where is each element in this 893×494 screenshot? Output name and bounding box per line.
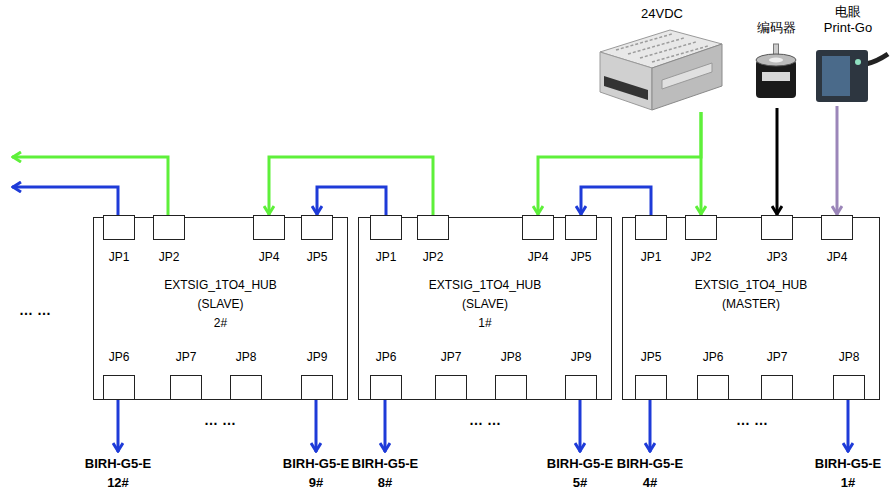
connector-port: JP5 [301, 215, 333, 240]
photo-eye-image [816, 50, 888, 102]
input-device: 编码器 [746, 20, 806, 108]
connector-port: JP3 [761, 215, 793, 240]
hub-board: EXTSIG_1TO4_HUB (SLAVE) 2#JP1JP2JP4JP5JP… [93, 217, 348, 400]
connector-port: JP4 [522, 215, 554, 240]
port-name: JP3 [762, 250, 792, 264]
port-name: JP2 [686, 250, 716, 264]
wire-connector [117, 400, 120, 452]
connector-port: JP7 [435, 375, 467, 400]
hub-board: EXTSIG_1TO4_HUB (MASTER)JP1JP2JP3JP4JP5J… [622, 217, 880, 400]
port-name: JP7 [171, 350, 201, 364]
connector-port: JP8 [833, 375, 865, 400]
port-name: JP9 [302, 350, 332, 364]
connector-port: JP7 [761, 375, 793, 400]
port-name: JP5 [566, 250, 596, 264]
connector-port: JP5 [635, 375, 667, 400]
encoder-image [756, 44, 796, 98]
label-anchor: … … [469, 412, 501, 428]
input-device: 24VDC [600, 6, 724, 112]
hub-board: EXTSIG_1TO4_HUB (SLAVE) 1#JP1JP2JP4JP5JP… [358, 217, 612, 400]
device-label: BIRH-G5-E 12# [82, 454, 154, 492]
port-name: JP5 [636, 350, 666, 364]
label-anchor: … … [204, 412, 236, 428]
port-name: JP8 [834, 350, 864, 364]
port-name: JP6 [371, 350, 401, 364]
driver-device: BIRH-G5-E 5# [544, 452, 616, 492]
wire-connector [581, 187, 651, 215]
wire-connector [269, 157, 433, 215]
port-name: JP1 [104, 250, 134, 264]
port-name: JP6 [698, 350, 728, 364]
port-name: JP2 [154, 250, 184, 264]
board-title: EXTSIG_1TO4_HUB (MASTER) [676, 276, 826, 314]
connector-port: JP7 [170, 375, 202, 400]
power-wire-out [12, 157, 168, 215]
board-title: EXTSIG_1TO4_HUB (SLAVE) 1# [410, 276, 560, 333]
device-label: 电眼 Print-Go [820, 4, 876, 36]
ellipsis-note: … … [469, 412, 501, 428]
wire-connector [317, 187, 386, 215]
connector-port: JP2 [153, 215, 185, 240]
connector-port: JP6 [697, 375, 729, 400]
driver-device: BIRH-G5-E 8# [349, 452, 421, 492]
input-device: 电眼 Print-Go [808, 4, 888, 106]
device-label: BIRH-G5-E 9# [280, 454, 352, 492]
wire-connector [538, 112, 701, 215]
wire-connector [649, 400, 652, 452]
driver-device: BIRH-G5-E 12# [82, 452, 154, 492]
device-label: 24VDC [600, 6, 724, 22]
wire-connector [315, 400, 318, 452]
port-name: JP6 [104, 350, 134, 364]
wire-connector [776, 108, 779, 215]
port-name: JP1 [371, 250, 401, 264]
device-label: BIRH-G5-E 5# [544, 454, 616, 492]
port-name: JP4 [254, 250, 284, 264]
port-name: JP8 [496, 350, 526, 364]
device-label: BIRH-G5-E 1# [812, 454, 884, 492]
wire-connector [847, 400, 850, 452]
ellipsis-note: … … [736, 412, 768, 428]
driver-device: BIRH-G5-E 9# [280, 452, 352, 492]
connector-port: JP4 [821, 215, 853, 240]
connector-port: JP9 [565, 375, 597, 400]
power-supply-image [600, 30, 722, 110]
ellipsis-note: … … [19, 302, 51, 318]
signal-wire-out [12, 187, 118, 215]
port-name: JP5 [302, 250, 332, 264]
port-name: JP7 [762, 350, 792, 364]
connector-port: JP2 [417, 215, 449, 240]
device-label: 编码器 [746, 20, 806, 36]
connector-port: JP8 [495, 375, 527, 400]
ellipsis-note: … … [204, 412, 236, 428]
connector-port: JP6 [370, 375, 402, 400]
board-title: EXTSIG_1TO4_HUB (SLAVE) 2# [146, 276, 296, 333]
connector-port: JP5 [565, 215, 597, 240]
device-label: BIRH-G5-E 4# [614, 454, 686, 492]
connector-port: JP8 [230, 375, 262, 400]
wire-connector [384, 400, 387, 452]
driver-device: BIRH-G5-E 1# [812, 452, 884, 492]
device-label: BIRH-G5-E 8# [349, 454, 421, 492]
connector-port: JP6 [103, 375, 135, 400]
port-name: JP2 [418, 250, 448, 264]
wire-connector [579, 400, 582, 452]
port-name: JP8 [231, 350, 261, 364]
label-anchor: … … [736, 412, 768, 428]
label-anchor: … … [19, 302, 51, 318]
connector-port: JP9 [301, 375, 333, 400]
port-name: JP4 [822, 250, 852, 264]
port-name: JP4 [523, 250, 553, 264]
port-name: JP1 [636, 250, 666, 264]
port-name: JP9 [566, 350, 596, 364]
driver-device: BIRH-G5-E 4# [614, 452, 686, 492]
wire-connector [836, 106, 839, 215]
connector-port: JP4 [253, 215, 285, 240]
port-name: JP7 [436, 350, 466, 364]
connector-port: JP1 [103, 215, 135, 240]
connector-port: JP1 [635, 215, 667, 240]
connector-port: JP1 [370, 215, 402, 240]
connector-port: JP2 [685, 215, 717, 240]
